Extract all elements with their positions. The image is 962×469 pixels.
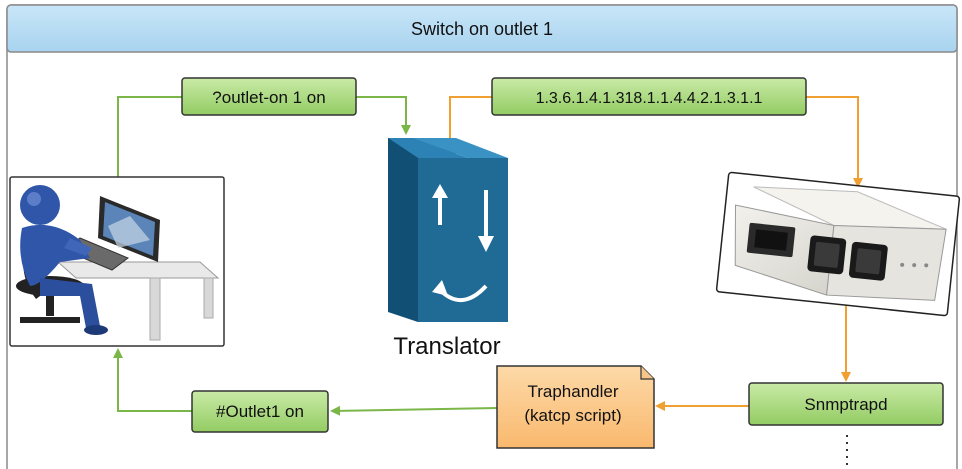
link-command-to-translator bbox=[356, 96, 411, 135]
link-translator-to-oid bbox=[449, 96, 492, 138]
response-node: #Outlet1 on bbox=[191, 390, 329, 433]
link-traphandler-to-response bbox=[330, 405, 498, 416]
command-node: ?outlet-on 1 on bbox=[181, 77, 357, 116]
link-response-to-computer bbox=[113, 348, 192, 412]
oid-label: 1.3.6.1.4.1.318.1.1.4.4.2.1.3.1.1 bbox=[536, 90, 763, 107]
response-label: #Outlet1 on bbox=[216, 402, 304, 421]
diagram-title: Switch on outlet 1 bbox=[411, 19, 553, 39]
traphandler-label-line1: Traphandler bbox=[527, 382, 618, 401]
snmptrapd-node: Snmptrapd bbox=[748, 382, 944, 426]
link-computer-to-command bbox=[117, 96, 182, 177]
translator-server-icon bbox=[388, 138, 508, 322]
oid-node: 1.3.6.1.4.1.318.1.1.4.4.2.1.3.1.1 bbox=[491, 77, 807, 116]
link-oid-to-pdu bbox=[806, 96, 863, 188]
snmptrapd-label: Snmptrapd bbox=[804, 395, 887, 414]
command-label: ?outlet-on 1 on bbox=[212, 88, 325, 107]
translator-label: Translator bbox=[393, 333, 500, 360]
computer-user-icon bbox=[9, 176, 225, 347]
traphandler-label-line2: (katcp script) bbox=[524, 406, 621, 425]
pdu-device-photo bbox=[715, 171, 961, 317]
title-bar bbox=[6, 4, 958, 53]
traphandler-node: Traphandler (katcp script) bbox=[496, 365, 655, 449]
